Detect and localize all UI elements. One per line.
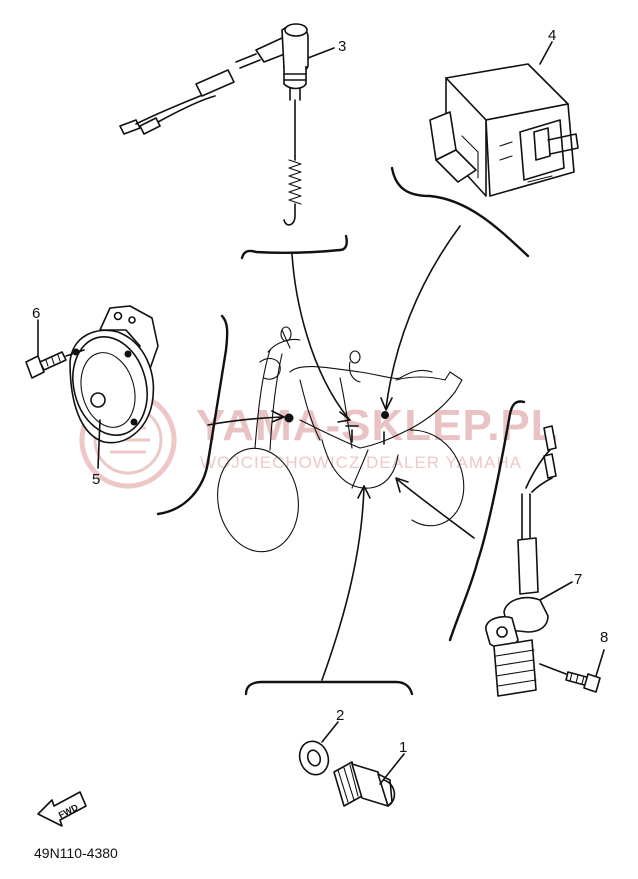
part-5-horn: 5 (69, 305, 159, 488)
callout-4: 4 (548, 27, 556, 44)
callout-1: 1 (399, 739, 407, 756)
motorcycle-outline (217, 326, 465, 553)
callout-2: 2 (336, 707, 344, 724)
part-3-switch-assembly: 3 (119, 23, 346, 226)
part-1-sensor: 1 (333, 739, 407, 807)
callout-5: 5 (92, 471, 100, 488)
part-6-bolt: 6 (25, 305, 85, 379)
part-7-switch-assembly: 7 (485, 425, 582, 697)
drawing-code: 49N110-4380 (34, 845, 118, 861)
callout-7: 7 (574, 571, 582, 588)
watermark: YAMA-SKLEP.PL WOJCIECHOWICZ DEALER YAMAH… (79, 391, 559, 489)
leader-lines (156, 166, 530, 696)
forward-direction-arrow: FWD (37, 791, 87, 827)
part-8-screw: 8 (539, 629, 608, 693)
callout-3: 3 (338, 38, 346, 55)
callout-6: 6 (32, 305, 40, 322)
watermark-sub-text: WOJCIECHOWICZ DEALER YAMAHA (200, 453, 522, 472)
part-4-relay: 4 (429, 27, 579, 197)
watermark-main-text: YAMA-SKLEP.PL (196, 401, 559, 450)
callout-8: 8 (600, 629, 608, 646)
part-2-washer: 2 (298, 707, 344, 776)
